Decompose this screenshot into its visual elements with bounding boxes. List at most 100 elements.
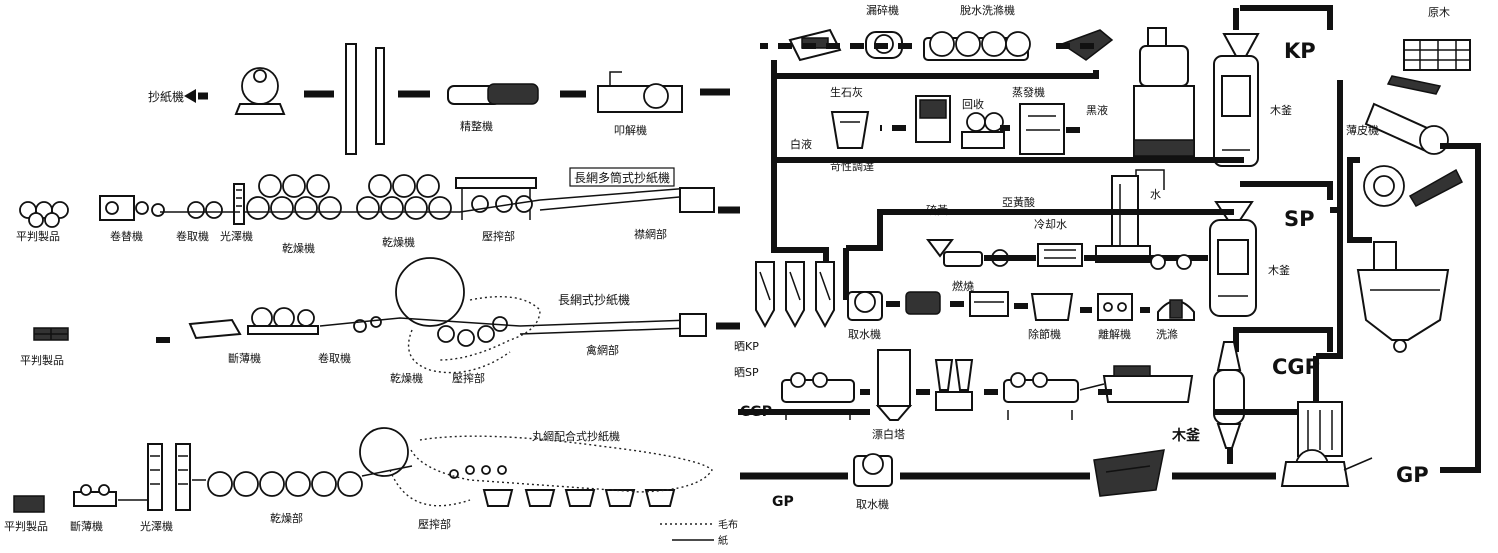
cgp-bracket (1236, 330, 1330, 352)
kp-bracket (1240, 8, 1330, 30)
sp-bracket (1240, 184, 1330, 200)
sulfur-burner-icon (928, 240, 1082, 266)
pulp-sp-label: 晒SP (734, 366, 759, 379)
flat-product-3-icon (14, 496, 44, 512)
pulp-storage-chests-icon (756, 262, 834, 326)
cylinder-dryers-icon (208, 472, 362, 496)
knotter-label: 除節機 (1028, 327, 1061, 341)
wire-label: 襟網部 (634, 227, 667, 241)
defibrator-label: 離解機 (1098, 327, 1131, 341)
causticizing-label: 苛性調達 (830, 159, 874, 173)
flat-stack-icon (34, 328, 68, 340)
flat-product-icon (20, 202, 68, 227)
acid-tower-icon (1096, 170, 1164, 262)
dewatering-label: 取水機 (848, 327, 881, 341)
digester-kp-icon (1214, 34, 1258, 166)
log-pile-icon (1388, 40, 1470, 94)
gp-small-label: GP (772, 494, 794, 510)
white-liquor-label: 白液 (790, 137, 812, 151)
water-label: 水 (1150, 188, 1161, 201)
cylinder-press-label: 壓搾部 (418, 517, 451, 531)
calender-label: 光澤機 (220, 229, 253, 243)
fourdrinier-flat-product-label: 平判製品 (20, 353, 64, 367)
digester-cgp-label: 木釜 (1171, 427, 1201, 444)
cgp-small-label: CGP (740, 404, 772, 420)
flat-product-label: 平判製品 (16, 229, 60, 243)
kp-loop-top (774, 60, 1096, 76)
refiner-icon (448, 84, 538, 104)
screen-column-icon (346, 44, 384, 154)
recovery-label: 回收 (962, 97, 984, 111)
bleach-tower-label: 漂白塔 (872, 427, 905, 441)
quicklime-label: 生石灰 (830, 85, 863, 99)
rewinder-label: 卷替機 (110, 229, 143, 243)
defibrator-icon (1098, 294, 1132, 320)
cooling-water-label: 冷却水 (1034, 218, 1067, 231)
felt-loop-cyl-1 (410, 436, 712, 492)
debarker-label: 薄皮機 (1346, 123, 1379, 137)
beater-icon (598, 72, 682, 112)
cutter-icon (190, 308, 318, 338)
fan-pump-icon (236, 68, 284, 114)
log-label: 原木 (1428, 6, 1450, 19)
fourdrinier-dryer-label: 乾燥機 (390, 371, 423, 385)
sp-pulping-section: SP 木釜 水 亞黃酸 硫黃 冷却水 燃燒 (734, 170, 1330, 379)
rewinder-icon (100, 196, 164, 220)
chip-silo-icon (1358, 242, 1448, 352)
fourdrinier-title: 長網式抄紙機 (558, 292, 630, 307)
pump-icon (1177, 255, 1191, 269)
washer-label: 脫水洗滌機 (960, 3, 1015, 17)
pump-icon (1151, 255, 1165, 269)
dewatering-gp-icon (854, 454, 892, 486)
cylinder-machine-section: 丸網配合式抄紙機 壓搾部 乾燥部 光澤機 (4, 428, 712, 533)
kp-label: KP (1284, 39, 1316, 63)
screen-gp-icon (1094, 450, 1164, 496)
legend-paper-label: 紙 (718, 534, 728, 547)
refiner-label: 精整機 (460, 119, 493, 133)
washer-sp-icon (1158, 300, 1194, 320)
causticizer-icon (832, 112, 868, 148)
arrow-left-icon (184, 89, 196, 103)
gp-label: GP (1396, 463, 1429, 487)
cylinder-dryer-label: 乾燥部 (270, 511, 303, 525)
reel-label: 卷取機 (176, 229, 209, 243)
kp-to-storage (774, 160, 826, 262)
cgp-label: CGP (1272, 355, 1320, 379)
fourdrinier-machine-section: 長網式抄紙機 禽網部 乾燥機 壓搾部 卷取機 斷薄機 平判製品 (20, 258, 740, 385)
cylinder-machine-title: 丸網配合式抄紙機 (532, 429, 620, 443)
gp-dewatering-label: 取水機 (856, 497, 889, 511)
chip-distribution-line (1316, 80, 1340, 356)
fourdrinier-wire-icon (520, 314, 706, 336)
refiner-cgp-icon (1080, 366, 1192, 402)
evaporator-icon (1020, 104, 1064, 154)
press-label: 壓搾部 (482, 229, 515, 243)
digester-sp-icon (1210, 202, 1256, 316)
vats-icon (484, 490, 674, 506)
sulfurous-acid-label: 亞黃酸 (1002, 195, 1035, 209)
legend-felt-label: 毛布 (718, 519, 738, 531)
black-liquor-tank-icon (1134, 28, 1194, 156)
digester-sp-label: 木釜 (1268, 263, 1290, 277)
cylinder-cutter-icon (74, 485, 116, 506)
fourdrinier-wire-label: 禽網部 (586, 343, 619, 357)
recovery-furnace-icon (916, 96, 1004, 148)
raw-material-section: 原木 薄皮機 (1236, 6, 1478, 470)
gp-pulping-section: GP 取水機 GP (740, 402, 1429, 511)
wire-section-icon (540, 188, 714, 212)
stock-prep-section: 叩解機 精整機 抄紙機 (148, 44, 730, 154)
dryer-1-label: 乾燥機 (282, 241, 315, 255)
knotter-icon (1032, 294, 1072, 320)
pulp-kp-label: 晒KP (734, 340, 759, 353)
cylinder-flat-product-label: 平判製品 (4, 519, 48, 533)
beater-label: 叩解機 (614, 123, 647, 137)
cylinder-cutter-label: 斷薄機 (70, 519, 103, 533)
sp-label: SP (1284, 207, 1315, 231)
calender-icon (234, 184, 244, 224)
digester-kp-label: 木釜 (1270, 103, 1292, 117)
multi-cylinder-machine-section: 長網多筒式抄紙機 襟網部 壓搾部 乾燥機 乾燥機 光澤機 (16, 168, 740, 255)
fourdrinier-press-label: 壓搾部 (452, 371, 485, 385)
multi-cylinder-title: 長網多筒式抄紙機 (574, 170, 670, 185)
bleach-tower-icon (878, 350, 910, 420)
felt-rolls-icon (450, 466, 506, 478)
yankee-dryer-icon (396, 258, 464, 326)
